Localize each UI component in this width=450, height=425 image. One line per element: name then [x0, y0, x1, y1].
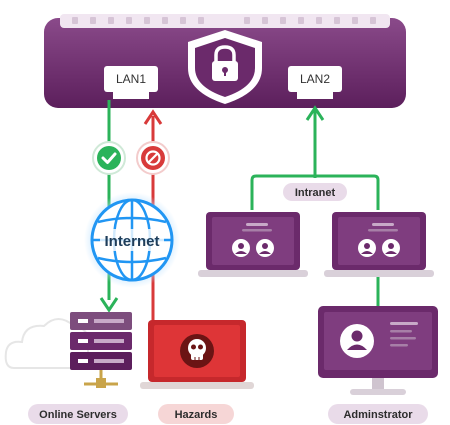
- online-servers-pill: Online Servers: [28, 404, 128, 424]
- shield-lock: [188, 30, 262, 104]
- admin-monitor: [318, 306, 438, 395]
- lan2-port: LAN2: [288, 66, 342, 99]
- hazards-label: Hazards: [175, 409, 218, 421]
- hazards-pill: Hazards: [158, 404, 234, 424]
- globe-icon: Internet: [84, 192, 180, 288]
- administrator-label: Adminstrator: [343, 409, 413, 421]
- lan1-port: LAN1: [104, 66, 158, 99]
- server-icon: [70, 312, 132, 388]
- intranet-label: Intranet: [295, 187, 336, 199]
- internet-label: Internet: [104, 233, 159, 250]
- administrator-pill: Adminstrator: [328, 404, 428, 424]
- lock-icon: [212, 45, 238, 81]
- lan2-label: LAN2: [300, 72, 330, 86]
- intranet-laptop-1: [198, 212, 308, 277]
- users-icon: [358, 239, 400, 257]
- no-entry-icon: [136, 141, 170, 175]
- admin-icon: [340, 324, 374, 358]
- lan1-label: LAN1: [116, 72, 146, 86]
- intranet-connection: [250, 105, 380, 306]
- hazards-laptop: [140, 320, 254, 389]
- intranet-laptop-2: [324, 212, 434, 277]
- intranet-pill: Intranet: [283, 183, 347, 201]
- check-icon: [92, 141, 126, 175]
- skull-icon: [180, 334, 214, 368]
- online-servers-label: Online Servers: [39, 409, 117, 421]
- users-icon: [232, 239, 274, 257]
